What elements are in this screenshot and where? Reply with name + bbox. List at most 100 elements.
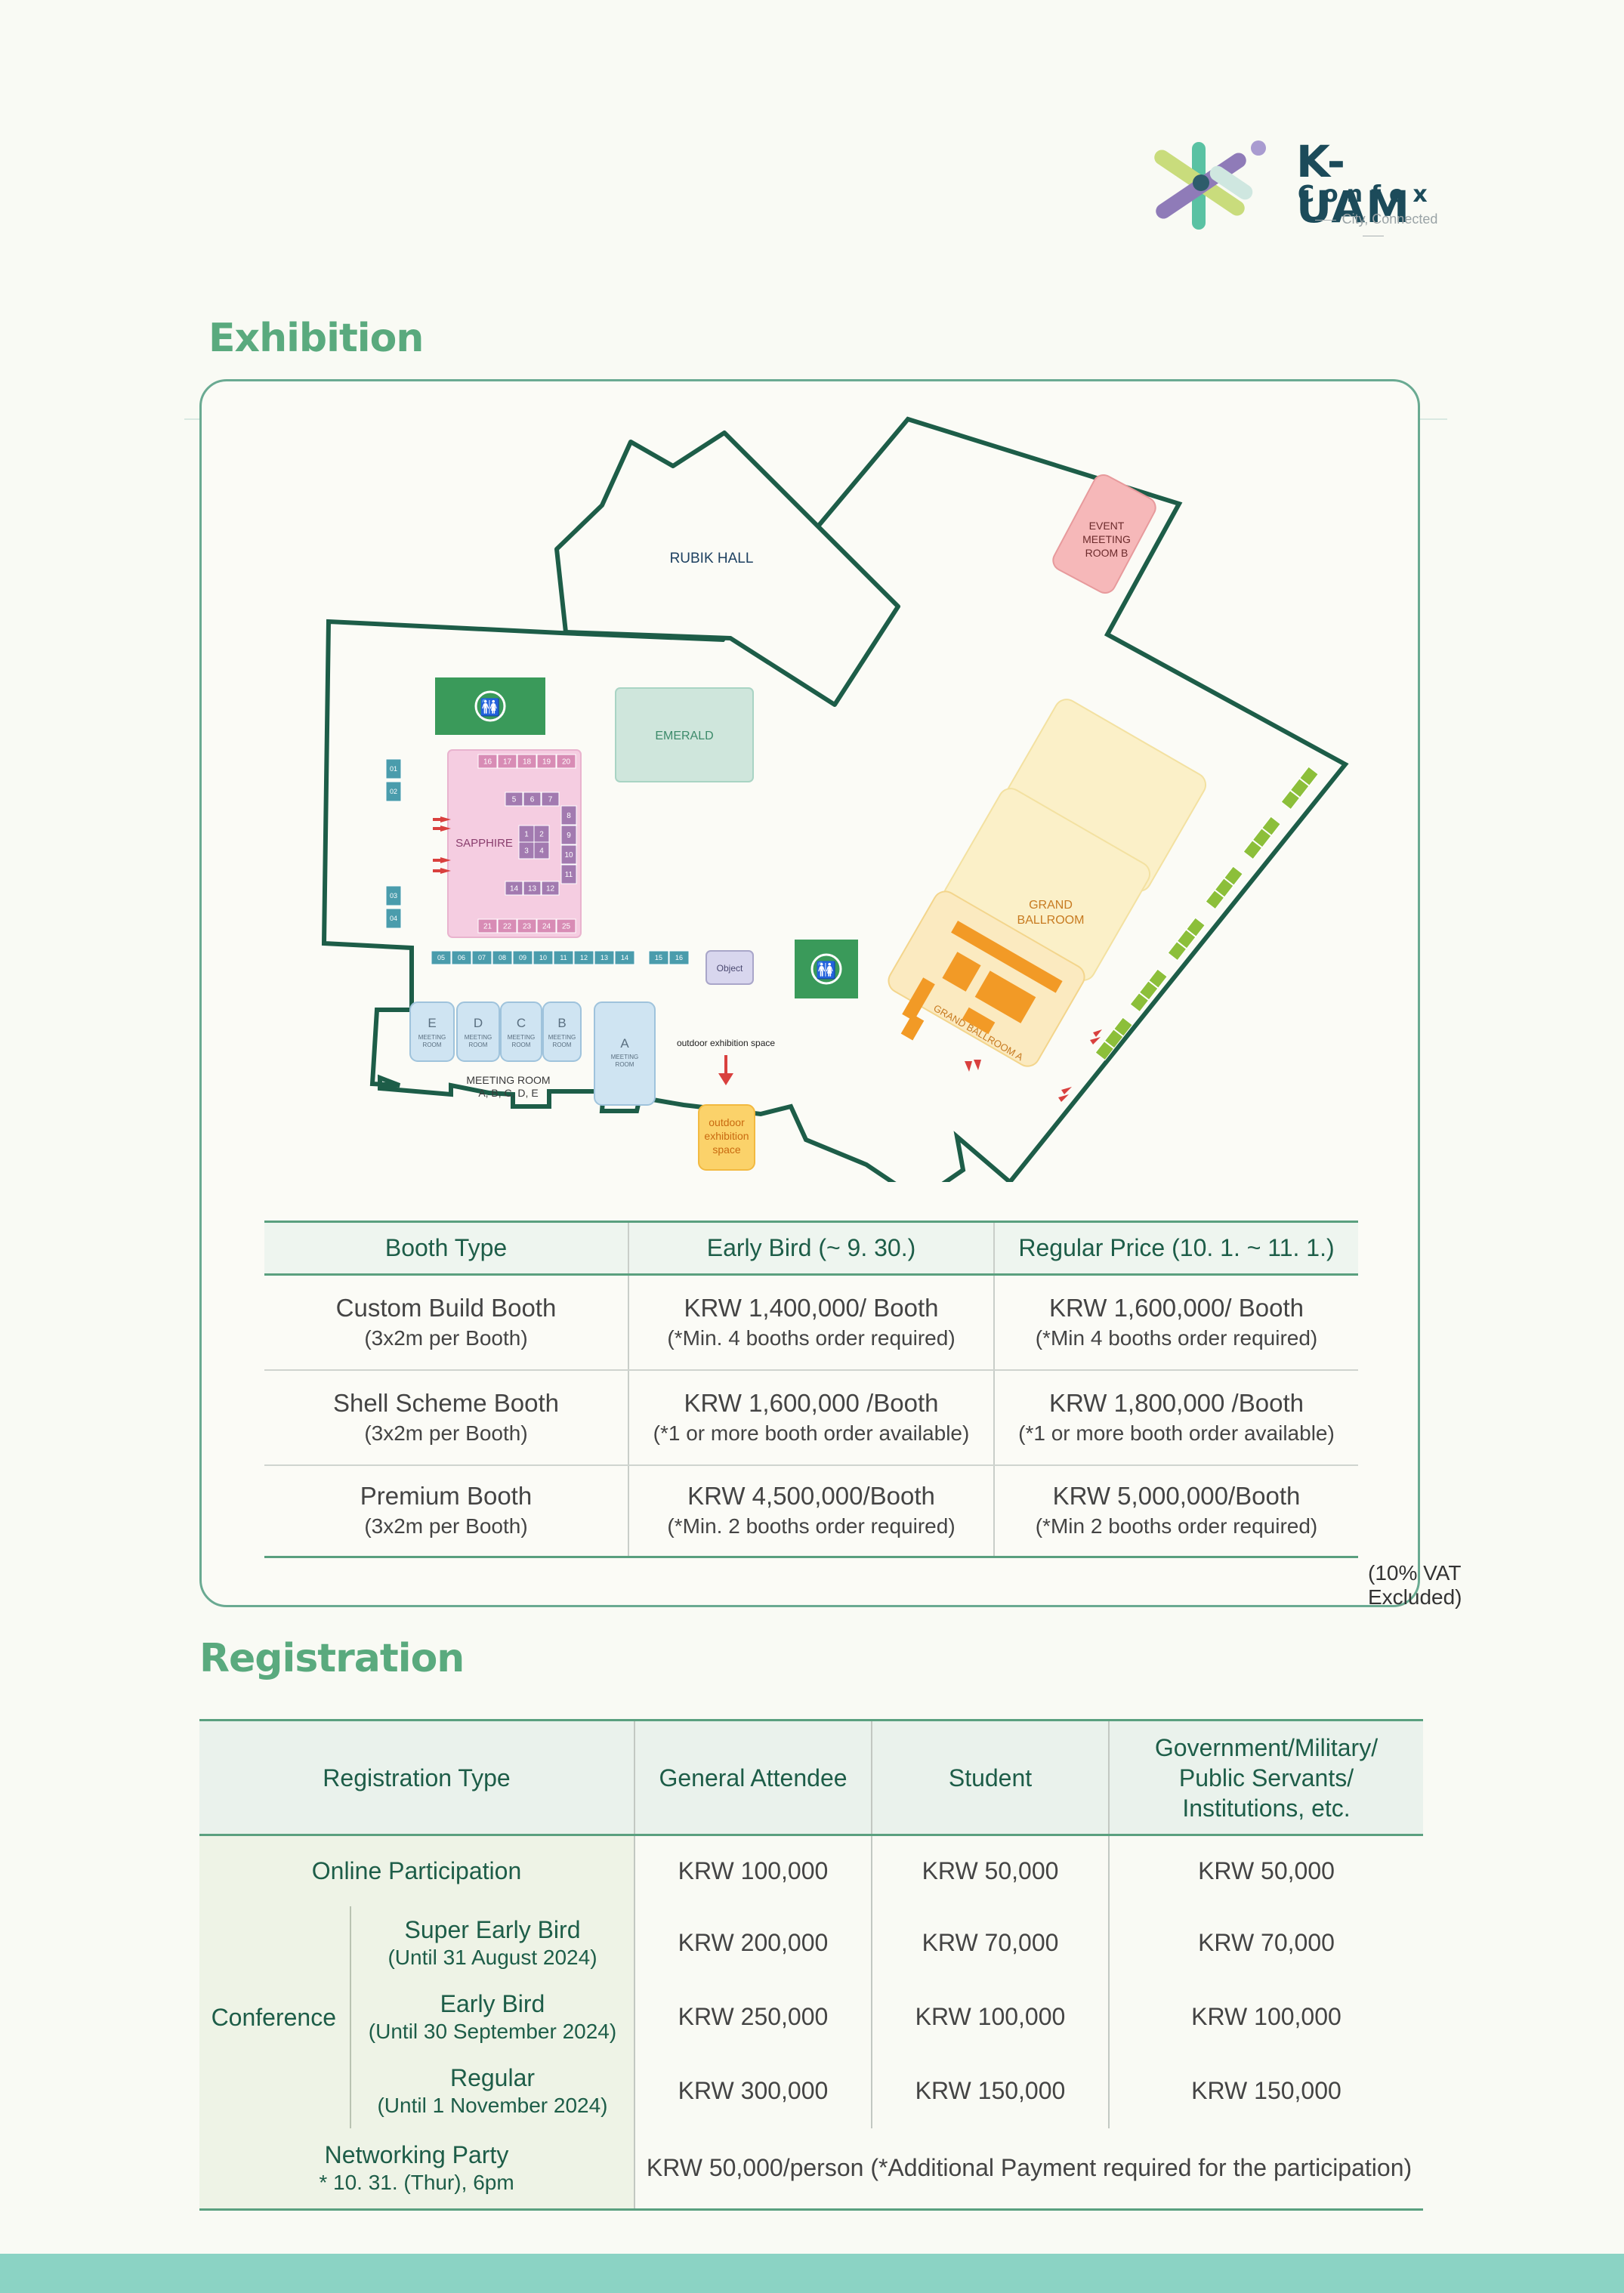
table-row: Networking Party * 10. 31. (Thur), 6pm K…: [199, 2128, 1423, 2211]
registration-table: Registration Type General Attendee Stude…: [199, 1719, 1423, 2211]
k-uam-logo: K-UAM Confex City, Connected: [1141, 133, 1458, 239]
booth: [648, 950, 669, 965]
svg-text:C: C: [517, 1016, 526, 1030]
booth-group: [1205, 866, 1243, 910]
restroom-icon: 🚻: [480, 698, 500, 717]
booth: [497, 918, 517, 934]
general-price: KRW 200,000: [634, 1906, 872, 1980]
svg-text:D: D: [474, 1016, 483, 1030]
svg-text:MEETING: MEETING: [508, 1034, 535, 1041]
early-price: KRW 4,500,000/Booth: [687, 1482, 935, 1511]
restroom-icon: 🚻: [816, 961, 836, 980]
booth-number: 25: [562, 923, 571, 931]
grand-ballroom-label: BALLROOM: [1017, 914, 1085, 927]
booth: [1186, 917, 1206, 937]
booth: [1224, 866, 1243, 886]
booth: [1138, 980, 1159, 1001]
grand-ballroom-label: GRAND: [1029, 899, 1073, 912]
booth: [536, 918, 557, 934]
booth-number: 10: [564, 851, 573, 859]
k-uam-logo-mark: [1154, 140, 1266, 230]
booth: [536, 754, 557, 769]
booth-size: (3x2m per Booth): [364, 1325, 528, 1350]
emerald-label: EMERALD: [655, 730, 713, 742]
online-participation-label: Online Participation: [199, 1835, 634, 1906]
booth-number: 3: [524, 847, 529, 856]
booth-group: [1167, 917, 1206, 961]
booth: [385, 758, 402, 779]
green-booths: [1095, 766, 1319, 1061]
general-price: KRW 250,000: [634, 1980, 872, 2054]
booth-number: 09: [519, 954, 526, 961]
object-label: Object: [717, 963, 743, 974]
online-student-price: KRW 50,000: [871, 1835, 1109, 1906]
booth-number: 13: [601, 954, 608, 961]
svg-text:ROOM: ROOM: [469, 1042, 488, 1048]
booth: [385, 908, 402, 929]
header-government: Government/Military/ Public Servants/ In…: [1108, 1719, 1423, 1836]
booth-size: (3x2m per Booth): [364, 1514, 528, 1538]
booth: [573, 950, 594, 965]
event-meeting-room-b: [1052, 474, 1156, 594]
table-row: Conference Super Early Bird (Until 31 Au…: [199, 1906, 1423, 2128]
conference-tier: Super Early Bird (Until 31 August 2024): [350, 1906, 634, 1980]
booth: [560, 825, 577, 845]
booth: [517, 918, 537, 934]
booth-size: (3x2m per Booth): [364, 1421, 528, 1445]
online-gov-price: KRW 50,000: [1108, 1835, 1423, 1906]
booth-number: 05: [437, 954, 445, 961]
booth: [451, 950, 472, 965]
booth-number: 18: [523, 758, 532, 767]
svg-text:exhibition: exhibition: [704, 1130, 749, 1142]
booth-number: 5: [512, 796, 517, 804]
entrance-arrows: [965, 1029, 1102, 1102]
booth: [1148, 968, 1168, 989]
booth: [385, 885, 402, 906]
booth: [533, 950, 554, 965]
venue-outline: [321, 416, 1349, 1182]
table-row: Online Participation KRW 100,000 KRW 50,…: [199, 1835, 1423, 1906]
booth: [1095, 1041, 1115, 1061]
booth: [1261, 816, 1281, 836]
booth-number: 2: [539, 831, 544, 839]
booth-number: 02: [390, 788, 397, 795]
logo-tagline: City, Connected: [1298, 211, 1449, 243]
header-student: Student: [871, 1719, 1109, 1836]
grand-ballroom: [888, 699, 1207, 1067]
booth-number: 20: [562, 758, 571, 767]
restroom-icon: [810, 953, 842, 985]
vat-note: (10% VAT Excluded): [1368, 1561, 1462, 1609]
booth-number: 7: [548, 796, 553, 804]
booth: [560, 805, 577, 826]
emerald-room: [615, 687, 754, 782]
booth-number: 23: [523, 923, 532, 931]
early-note: (*Min. 2 booths order required): [667, 1514, 956, 1538]
booth-group: [1129, 968, 1168, 1013]
booth: [471, 950, 492, 965]
booth-number: 15: [655, 954, 662, 961]
booth: [512, 950, 533, 965]
registration-title: Registration: [199, 1636, 465, 1681]
booth: [431, 950, 452, 965]
booth: [553, 950, 574, 965]
svg-text:ROOM: ROOM: [553, 1042, 572, 1048]
footer-bar: [0, 2254, 1624, 2293]
booth: [560, 864, 577, 884]
svg-text:MEETING: MEETING: [465, 1034, 492, 1041]
svg-text:MEETING ROOM: MEETING ROOM: [466, 1074, 550, 1086]
booth: [523, 881, 542, 896]
student-price: KRW 70,000: [871, 1906, 1109, 1980]
conference-tier: Early Bird (Until 30 September 2024): [350, 1980, 634, 2054]
table-row: Regular (Until 1 November 2024) KRW 300,…: [199, 2054, 1423, 2128]
online-general-price: KRW 100,000: [634, 1835, 872, 1906]
booth-number: 12: [580, 954, 588, 961]
entrance-arrows: [433, 816, 451, 874]
booth: [541, 792, 560, 807]
student-price: KRW 150,000: [871, 2054, 1109, 2128]
regular-note: (*Min 2 booths order required): [1035, 1514, 1318, 1538]
networking-party-label: Networking Party * 10. 31. (Thur), 6pm: [199, 2128, 634, 2211]
svg-text:ROOM: ROOM: [423, 1042, 442, 1048]
